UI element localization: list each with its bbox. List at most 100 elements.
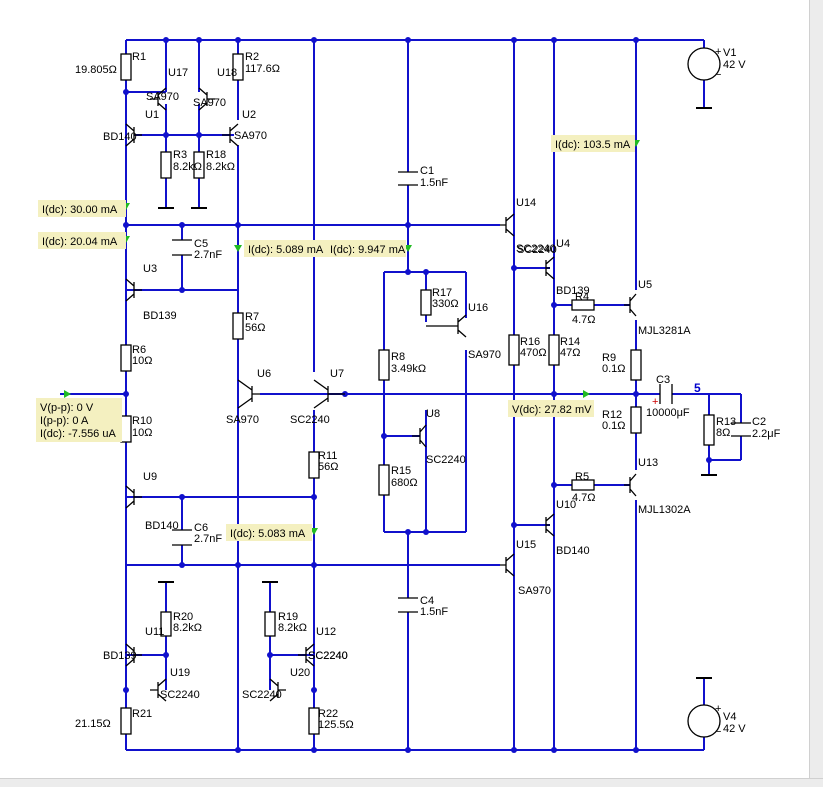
- u3-transistor: [125, 278, 142, 302]
- u14-transistor: [500, 213, 515, 237]
- probe-i-r7: I(dc): 5.089 mA: [244, 240, 328, 257]
- u19-designator: U19: [170, 667, 190, 679]
- u12-value: SC2240: [308, 650, 348, 662]
- capacitor-symbols[interactable]: [172, 171, 751, 613]
- resistor-symbols[interactable]: [120, 53, 715, 735]
- vertical-scrollbar[interactable]: [809, 0, 823, 787]
- r20-resistor: [160, 611, 172, 637]
- u1-transistor: [125, 123, 142, 147]
- r4-designator: R4: [575, 291, 589, 303]
- probe-i-r11: I(dc): 5.083 mA: [226, 524, 312, 541]
- r11-value: 56Ω: [318, 461, 338, 473]
- transistor-symbols[interactable]: [125, 87, 637, 702]
- svg-text:I(dc): -7.556 uA: I(dc): -7.556 uA: [40, 428, 116, 440]
- r8-resistor: [378, 349, 390, 381]
- u7-designator: U7: [330, 368, 344, 380]
- u19-value: SC2240: [160, 689, 200, 701]
- c3-plus-mark: +: [652, 396, 658, 408]
- r20-designator: R20: [173, 611, 193, 623]
- u19-transistor: [150, 678, 167, 702]
- u10-value: BD140: [556, 545, 590, 557]
- r6-resistor: [120, 344, 132, 372]
- u11-transistor: [125, 643, 142, 667]
- r2-value: 117.6Ω: [245, 63, 280, 75]
- u10-designator: U10: [556, 499, 576, 511]
- u14-value: SC2240: [516, 243, 556, 255]
- junctions: [123, 37, 712, 753]
- r19-resistor: [264, 611, 276, 637]
- r16-designator: R16: [520, 336, 540, 348]
- u4-transistor: [545, 256, 555, 280]
- r15-resistor: [378, 464, 390, 496]
- r3-designator: R3: [173, 149, 187, 161]
- u11-value: BD139: [103, 650, 137, 662]
- probe-boxes[interactable]: I(dc): 30.00 mA I(dc): 20.04 mA I(dc): 5…: [36, 135, 635, 541]
- c6-designator: C6: [194, 522, 208, 534]
- arrow-icon: [583, 390, 590, 398]
- voltage-sources[interactable]: [687, 47, 721, 738]
- u8-value: SC2240: [426, 454, 466, 466]
- u11-designator: U11: [145, 626, 164, 638]
- r2-designator: R2: [245, 51, 259, 63]
- sa970_u18-designator: SA970: [193, 97, 226, 109]
- arrow-icon: [64, 390, 71, 398]
- r9-value: 0.1Ω: [602, 363, 626, 375]
- c5-capacitor: [172, 239, 192, 256]
- c1-capacitor: [398, 171, 418, 186]
- u20-value: SC2240: [242, 689, 282, 701]
- u8-designator: U8: [426, 408, 440, 420]
- r14-value: 47Ω: [560, 347, 580, 359]
- c4-designator: C4: [420, 595, 434, 607]
- v1-designator: V1: [723, 47, 736, 59]
- c6-value: 2.7nF: [194, 533, 222, 545]
- r22-value: 125.5Ω: [318, 719, 354, 731]
- probe-i-c1: I(dc): 9.947 mA: [328, 240, 406, 257]
- v4-value: 42 V: [723, 723, 746, 735]
- v1-minus-mark: −: [715, 69, 721, 81]
- c1-value: 1.5nF: [420, 177, 448, 189]
- r22-resistor: [308, 707, 320, 735]
- u20-transistor: [269, 678, 286, 702]
- r20-value: 8.2kΩ: [173, 622, 202, 634]
- horizontal-scrollbar[interactable]: [0, 778, 823, 787]
- arrow-icon: [234, 245, 242, 252]
- r10-designator: R10: [132, 415, 152, 427]
- u3-value: BD139: [143, 310, 177, 322]
- sc2240_u19b-designator: SC2240: [308, 650, 348, 662]
- r6-designator: R6: [132, 344, 146, 356]
- c3-value: 10000μF: [646, 407, 690, 419]
- svg-text:I(dc): 5.089 mA: I(dc): 5.089 mA: [248, 244, 324, 256]
- r12-resistor: [630, 406, 642, 434]
- u12-transistor: [298, 643, 315, 667]
- r12-designator: R12: [602, 409, 622, 421]
- v4-source: [687, 704, 721, 738]
- r21-value: 21.15Ω: [75, 718, 111, 730]
- r17-resistor: [420, 289, 432, 316]
- u1-designator: U1: [145, 109, 159, 121]
- u9-designator: U9: [143, 471, 157, 483]
- r10-resistor: [120, 415, 132, 443]
- c3-designator: C3: [656, 374, 670, 386]
- v1-value: 42 V: [723, 59, 746, 71]
- r18-designator: R18: [206, 149, 226, 161]
- u4-value: BD139: [556, 285, 590, 297]
- r4-resistor: [571, 299, 595, 311]
- u3-designator: U3: [143, 263, 157, 275]
- r16-resistor: [508, 334, 520, 366]
- c1-designator: C1: [420, 165, 434, 177]
- u4-designator: U4: [556, 238, 570, 250]
- r11-designator: R11: [318, 450, 337, 462]
- r1-designator: R1: [132, 51, 146, 63]
- r8-value: 3.49kΩ: [391, 363, 426, 375]
- u6-designator: U6: [257, 368, 271, 380]
- v1-plus-mark: +: [715, 46, 721, 58]
- probe-i-u1: I(dc): 30.00 mA: [38, 200, 126, 217]
- u2-transistor: [222, 123, 239, 147]
- r17-value: 330Ω: [432, 298, 459, 310]
- sa970_u2-designator: SA970: [234, 130, 267, 142]
- r21-resistor: [120, 707, 132, 735]
- svg-text:I(dc): 103.5 mA: I(dc): 103.5 mA: [555, 139, 631, 151]
- sc2240_u4-designator: SC2240: [517, 244, 557, 256]
